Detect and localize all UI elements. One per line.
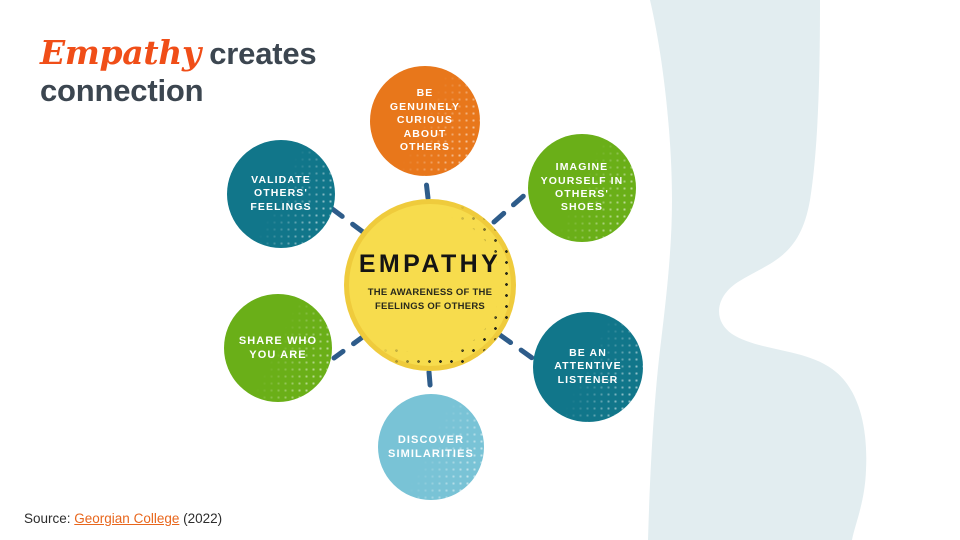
diagram-node-listener-label: BE AN ATTENTIVE LISTENER — [554, 346, 622, 386]
page-title-emphasis: Empathy — [40, 33, 201, 72]
diagram-node-validate[interactable]: VALIDATE OTHERS' FEELINGS — [227, 140, 335, 248]
halftone-dots-texture — [224, 294, 332, 402]
diagram-node-share-label: SHARE WHO YOU ARE — [238, 334, 318, 361]
diagram-center-node-empathy[interactable]: EMPATHY THE AWARENESS OF THE FEELINGS OF… — [344, 199, 516, 371]
halftone-dots-texture — [533, 312, 643, 422]
diagram-node-imagine-label: IMAGINE YOURSELF IN OTHERS' SHOES — [540, 161, 624, 214]
halftone-dots-texture — [227, 140, 335, 248]
diagram-node-share[interactable]: SHARE WHO YOU ARE — [224, 294, 332, 402]
halftone-dots-texture — [528, 134, 636, 242]
source-caption: Source: Georgian College (2022) — [24, 511, 222, 526]
source-link-georgian-college[interactable]: Georgian College — [74, 511, 180, 526]
page-title-line-2: connection — [40, 73, 460, 110]
center-ring-dots-texture — [344, 199, 516, 371]
diagram-node-curious-label: BE GENUINELY CURIOUS ABOUT OTHERS — [389, 87, 461, 154]
diagram-node-discover[interactable]: DISCOVER SIMILARITIES — [378, 394, 484, 500]
diagram-node-listener[interactable]: BE AN ATTENTIVE LISTENER — [533, 312, 643, 422]
diagram-node-validate-label: VALIDATE OTHERS' FEELINGS — [250, 173, 312, 213]
page-title: Empathy creates connection — [40, 33, 460, 110]
center-node-subtitle: THE AWARENESS OF THE FEELINGS OF OTHERS — [367, 286, 493, 312]
page-title-rest: creates — [200, 36, 317, 71]
source-prefix: Source: — [24, 511, 75, 526]
halftone-dots-texture — [378, 394, 484, 500]
halftone-dots-texture — [370, 66, 480, 176]
center-node-text: EMPATHY THE AWARENESS OF THE FEELINGS OF… — [358, 249, 502, 320]
page-title-line2-text: connection — [40, 72, 204, 108]
diagram-node-discover-label: DISCOVER SIMILARITIES — [388, 433, 474, 460]
diagram-node-curious[interactable]: BE GENUINELY CURIOUS ABOUT OTHERS — [370, 66, 480, 176]
diagram-node-imagine[interactable]: IMAGINE YOURSELF IN OTHERS' SHOES — [528, 134, 636, 242]
center-node-title: EMPATHY — [358, 249, 502, 278]
page-title-line-1: Empathy creates — [40, 33, 460, 73]
source-suffix: (2022) — [179, 511, 223, 526]
